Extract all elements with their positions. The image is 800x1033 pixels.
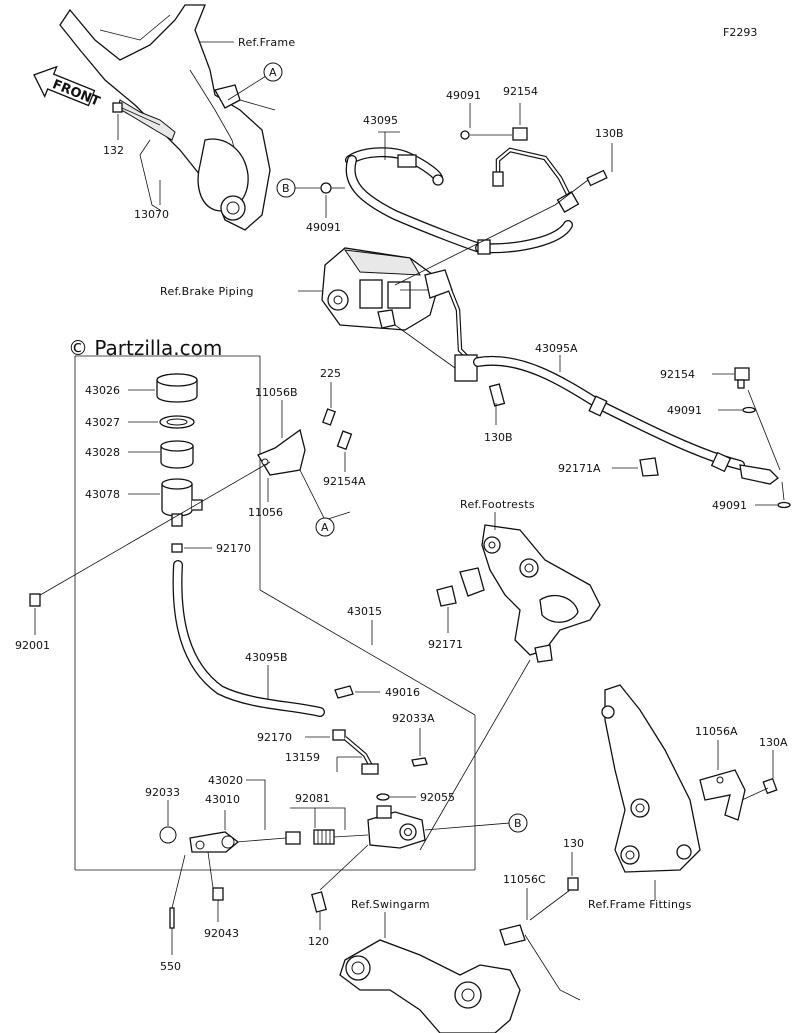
ref-frame-label: Ref.Frame [238,36,295,49]
part-92055: 92055 [420,791,455,804]
master-cylinder [367,805,426,849]
part-130A: 130A [759,736,788,749]
part-92154-top: 92154 [503,85,538,98]
part-43026: 43026 [85,384,120,397]
part-49091-top: 49091 [446,89,481,102]
part-43027: 43027 [85,416,120,429]
part-92033A: 92033A [392,712,435,725]
part-43095: 43095 [363,114,398,127]
push-rod-43010 [189,831,240,853]
callout-b-low [508,813,528,833]
part-43010: 43010 [205,793,240,806]
part-92033: 92033 [145,786,180,799]
ref-brake-piping-label: Ref.Brake Piping [160,285,254,298]
part-11056B: 11056B [255,386,298,399]
part-11056C: 11056C [503,873,546,886]
clip-92171 [436,585,457,607]
callout-a-mid [315,517,335,537]
callout-a-mid-text: A [321,521,329,534]
part-132: 132 [103,144,124,157]
reservoir-43078 [161,478,203,527]
part-130B-mid: 130B [484,431,513,444]
ref-frame-fittings-label: Ref.Frame Fittings [588,898,692,911]
swingarm [339,877,581,1033]
part-92171A: 92171A [558,462,601,475]
part-49091-left: 49091 [306,221,341,234]
part-92154A: 92154A [323,475,366,488]
frame-fitting [601,684,778,873]
bracket-11056 [257,408,353,476]
front-arrow: FRONT [33,65,102,110]
part-11056A: 11056A [695,725,738,738]
ref-swingarm-label: Ref.Swingarm [351,898,430,911]
callout-a-top [263,62,283,82]
footrest-bracket [459,524,601,663]
part-49091-right1: 49091 [667,404,702,417]
hose-43095 [345,147,573,255]
part-92170-low: 92170 [257,731,292,744]
callout-b-low-text: B [514,817,522,830]
part-130: 130 [563,837,584,850]
part-13070: 13070 [134,208,169,221]
callout-b-left-text: B [282,182,290,195]
part-92171: 92171 [428,638,463,651]
part-92001: 92001 [15,639,50,652]
diaphragm-43028 [160,440,194,469]
ref-footrests-label: Ref.Footrests [460,498,535,511]
front-label: FRONT [50,77,102,110]
part-43020: 43020 [208,774,243,787]
part-43095B: 43095B [245,651,288,664]
part-120: 120 [308,935,329,948]
bolt-132 [112,102,161,126]
part-92081: 92081 [295,792,330,805]
reservoir-cap-43026 [156,373,198,403]
part-11056: 11056 [248,506,283,519]
part-43095A: 43095A [535,342,578,355]
abs-unit [321,247,453,331]
frame-drawing [59,4,276,231]
part-130B-top: 130B [595,127,624,140]
part-92043: 92043 [204,927,239,940]
callout-a-top-text: A [269,66,277,79]
part-13159: 13159 [285,751,320,764]
figure-code: F2293 [723,26,757,39]
part-43078: 43078 [85,488,120,501]
part-550: 550 [160,960,181,973]
part-43015: 43015 [347,605,382,618]
part-92170-top: 92170 [216,542,251,555]
diaphragm-plate-43027 [159,415,195,429]
part-49091-right2: 49091 [712,499,747,512]
part-49016: 49016 [385,686,420,699]
piston-spring [235,829,369,845]
part-225: 225 [320,367,341,380]
part-43028: 43028 [85,446,120,459]
part-92154-right: 92154 [660,368,695,381]
